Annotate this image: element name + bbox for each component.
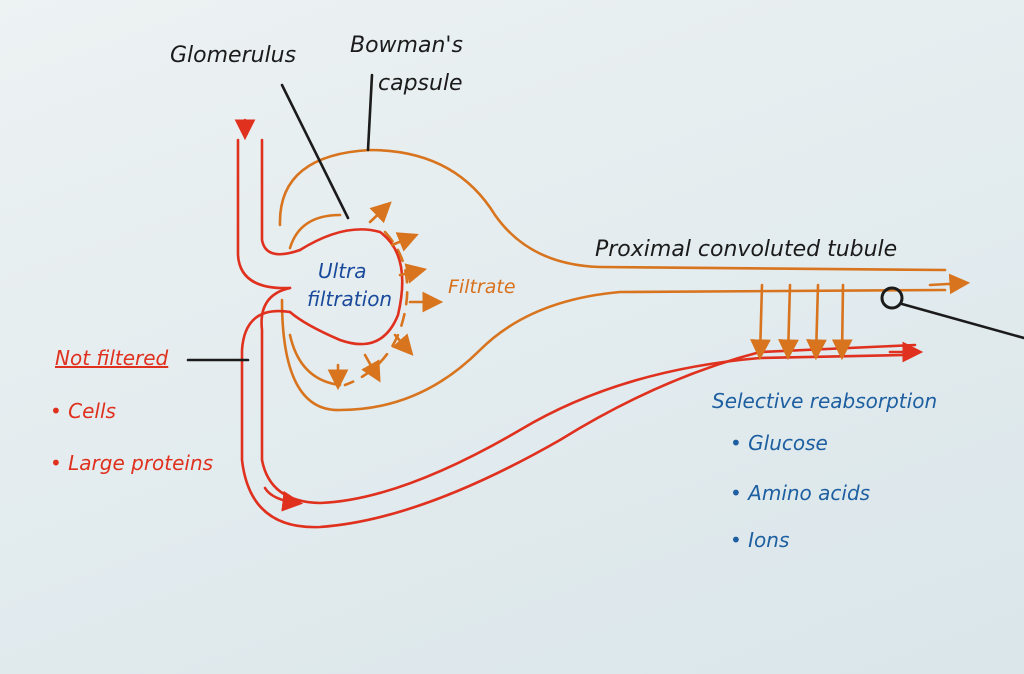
not-filtered-item: • Cells [50,399,116,423]
efferent-inner [260,286,907,505]
label-not-filtered: Not filtered [55,346,169,370]
efferent-outer [240,309,917,529]
label-filtrate: Filtrate [448,276,516,298]
label-ultra-line1: Ultra [318,259,367,283]
reabsorbed-item: • Glucose [730,431,828,455]
reabsorbed-item: • Ions [730,528,789,552]
bowmans-capsule-outer [278,148,947,272]
bowmans-pointer [366,73,374,152]
label-glomerulus: Glomerulus [170,43,296,68]
afferent-arteriole-inner [260,138,302,256]
efferent-exit-arrow [263,486,304,512]
glomerulus-loop [288,228,404,346]
label-ultra-line2: filtration [307,287,392,311]
not-filtered-item: • Large proteins [50,451,213,475]
label-selective-reabsorption: Selective reabsorption [712,389,937,413]
tubule-pointer [900,302,1024,340]
filtration-arrows [327,201,971,391]
afferent-arteriole-outer [236,138,292,290]
reabsorbed-item: • Amino acids [730,481,870,505]
label-pct: Proximal convoluted tubule [595,237,897,262]
label-bowmans-line1: Bowman's [350,33,463,58]
label-bowmans-line2: capsule [378,71,463,96]
glomerulus-pointer [280,83,350,220]
tubule-circle-marker [880,286,904,310]
bowmans-capsule-lower [280,288,947,412]
reabsorption-arrows [750,283,853,361]
